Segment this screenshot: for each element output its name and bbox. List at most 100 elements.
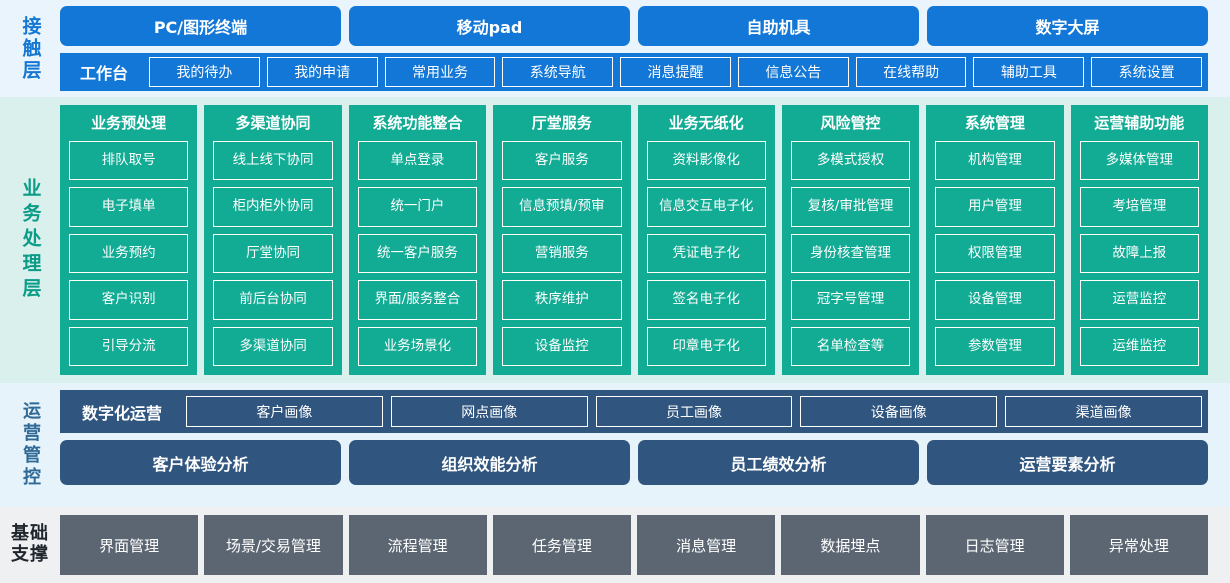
business-column-items: 单点登录 统一门户 统一客户服务 界面/服务整合 业务场景化: [357, 141, 478, 367]
foundation-message-management[interactable]: 消息管理: [637, 515, 776, 575]
business-column-title: 厅堂服务: [531, 114, 592, 132]
business-column-items: 多媒体管理 考培管理 故障上报 运营监控 运维监控: [1079, 141, 1199, 367]
business-column-items: 客户服务 信息预填/预审 营销服务 秩序维护 设备监控: [502, 141, 622, 367]
contact-layer-label-text: 接触层: [19, 15, 42, 82]
workbench-item-aux-tools[interactable]: 辅助工具: [973, 57, 1085, 87]
biz-chip-multichannel-collab[interactable]: 多渠道协同: [213, 326, 333, 367]
biz-chip-multimedia-management[interactable]: 多媒体管理: [1079, 141, 1199, 181]
biz-chip-front-back-collab[interactable]: 前后台协同: [213, 280, 333, 320]
analysis-organization-efficiency[interactable]: 组织效能分析: [349, 440, 630, 485]
biz-chip-device-management[interactable]: 设备管理: [935, 280, 1055, 320]
business-layer-label-text: 业务处理层: [19, 177, 42, 303]
digital-operation-title: 数字化运营: [82, 403, 163, 423]
workbench-item-online-help[interactable]: 在线帮助: [855, 57, 967, 87]
foundation-log-management[interactable]: 日志管理: [925, 515, 1064, 575]
biz-chip-unified-customer-service[interactable]: 统一客户服务: [357, 233, 478, 274]
biz-chip-operation-monitoring[interactable]: 运营监控: [1079, 280, 1199, 320]
business-column-title: 业务无纸化: [668, 114, 744, 132]
workbench-item-announcement[interactable]: 信息公告: [737, 57, 849, 87]
business-column-items: 资料影像化 信息交互电子化 凭证电子化 签名电子化 印章电子化: [646, 141, 766, 367]
channel-pc[interactable]: PC/图形终端: [60, 6, 341, 46]
biz-chip-guidance-diversion[interactable]: 引导分流: [69, 326, 189, 367]
biz-chip-incounter-outcounter-collab[interactable]: 柜内柜外协同: [213, 187, 333, 227]
foundation-task-management[interactable]: 任务管理: [492, 515, 631, 575]
channel-row: PC/图形终端 移动pad 自助机具 数字大屏: [60, 6, 1208, 46]
biz-chip-single-sign-on[interactable]: 单点登录: [357, 141, 478, 181]
biz-chip-marketing-service[interactable]: 营销服务: [502, 233, 622, 274]
business-column-system-management: 系统管理 机构管理 用户管理 权限管理 设备管理 参数管理: [926, 105, 1064, 375]
foundation-scenario-transaction-management[interactable]: 场景/交易管理: [204, 515, 343, 575]
channel-self-service[interactable]: 自助机具: [638, 6, 919, 46]
biz-chip-training-management[interactable]: 考培管理: [1079, 187, 1199, 227]
workbench-item-common-business[interactable]: 常用业务: [384, 57, 496, 87]
biz-chip-info-exchange-digital[interactable]: 信息交互电子化: [646, 187, 766, 227]
business-column-items: 排队取号 电子填单 业务预约 客户识别 引导分流: [69, 141, 189, 367]
biz-chip-customer-service[interactable]: 客户服务: [502, 141, 622, 181]
foundation-data-tracking[interactable]: 数据埋点: [781, 515, 920, 575]
foundation-process-management[interactable]: 流程管理: [348, 515, 487, 575]
foundation-exception-handling[interactable]: 异常处理: [1069, 515, 1208, 575]
analysis-employee-performance[interactable]: 员工绩效分析: [638, 440, 919, 485]
biz-chip-multimode-authorization[interactable]: 多模式授权: [790, 141, 911, 181]
business-column-title: 系统功能整合: [372, 114, 463, 132]
biz-chip-unified-portal[interactable]: 统一门户: [357, 187, 478, 227]
biz-chip-device-monitoring[interactable]: 设备监控: [502, 326, 622, 367]
contact-layer: 接触层 PC/图形终端 移动pad 自助机具 数字大屏 工作台 我的待办 我的申…: [0, 0, 1230, 97]
workbench-item-system-settings[interactable]: 系统设置: [1091, 57, 1203, 87]
foundation-ui-management[interactable]: 界面管理: [60, 515, 199, 575]
biz-chip-order-maintenance[interactable]: 秩序维护: [502, 280, 622, 320]
biz-chip-queue-number[interactable]: 排队取号: [69, 141, 189, 181]
portrait-customer[interactable]: 客户画像: [186, 396, 383, 427]
portrait-channel[interactable]: 渠道画像: [1005, 396, 1202, 427]
biz-chip-e-form[interactable]: 电子填单: [69, 187, 189, 227]
business-column-system-integration: 系统功能整合 单点登录 统一门户 统一客户服务 界面/服务整合 业务场景化: [348, 105, 487, 375]
biz-chip-permission-management[interactable]: 权限管理: [935, 233, 1055, 274]
biz-chip-parameter-management[interactable]: 参数管理: [935, 326, 1055, 367]
channel-mobile-pad[interactable]: 移动pad: [349, 6, 630, 46]
biz-chip-online-offline-collab[interactable]: 线上线下协同: [213, 141, 333, 181]
portrait-branch[interactable]: 网点画像: [390, 396, 588, 427]
biz-chip-maintenance-monitoring[interactable]: 运维监控: [1079, 326, 1199, 367]
workbench-item-my-application[interactable]: 我的申请: [266, 57, 378, 87]
business-column-title: 系统管理: [964, 114, 1025, 132]
workbench-item-system-navigation[interactable]: 系统导航: [502, 57, 614, 87]
business-column-risk-control: 风险管控 多模式授权 复核/审批管理 身份核查管理 冠字号管理 名单检查等: [781, 105, 920, 375]
biz-chip-ui-service-integration[interactable]: 界面/服务整合: [357, 280, 478, 320]
business-column-items: 机构管理 用户管理 权限管理 设备管理 参数管理: [935, 141, 1055, 367]
analysis-operation-factors[interactable]: 运营要素分析: [927, 440, 1208, 485]
biz-chip-customer-identification[interactable]: 客户识别: [69, 280, 189, 320]
biz-chip-identity-verification[interactable]: 身份核查管理: [790, 233, 911, 274]
biz-chip-voucher-digital[interactable]: 凭证电子化: [646, 233, 766, 274]
biz-chip-organization-management[interactable]: 机构管理: [935, 141, 1055, 181]
foundation-layer-label-line1: 基础: [11, 523, 49, 545]
workbench-item-message-reminder[interactable]: 消息提醒: [620, 57, 731, 87]
biz-chip-info-prefill-prereview[interactable]: 信息预填/预审: [502, 187, 622, 227]
channel-digital-screen[interactable]: 数字大屏: [927, 6, 1208, 46]
business-layer-label: 业务处理层: [0, 97, 60, 383]
foundation-layer-label-line2: 支撑: [11, 544, 49, 565]
biz-chip-review-approval[interactable]: 复核/审批管理: [790, 187, 911, 227]
digital-operation-row: 数字化运营 客户画像 网点画像 员工画像 设备画像 渠道画像: [60, 390, 1208, 433]
portrait-employee[interactable]: 员工画像: [595, 396, 793, 427]
biz-chip-lobby-collab[interactable]: 厅堂协同: [213, 233, 333, 274]
workbench-item-my-todo[interactable]: 我的待办: [149, 57, 260, 87]
biz-chip-seal-digital[interactable]: 印章电子化: [646, 326, 766, 367]
biz-chip-document-imaging[interactable]: 资料影像化: [646, 141, 766, 181]
biz-chip-appointment[interactable]: 业务预约: [69, 233, 189, 274]
portrait-device[interactable]: 设备画像: [800, 396, 998, 427]
contact-layer-label: 接触层: [0, 6, 60, 91]
workbench-title: 工作台: [80, 64, 129, 83]
biz-chip-business-scenario[interactable]: 业务场景化: [357, 326, 478, 367]
biz-chip-fault-report[interactable]: 故障上报: [1079, 233, 1199, 274]
business-column-title: 业务预处理: [91, 114, 167, 132]
operations-layer-label-text: 运营管控: [20, 401, 41, 489]
operations-layer-body: 数字化运营 客户画像 网点画像 员工画像 设备画像 渠道画像 客户体验分析 组织…: [60, 383, 1230, 507]
business-column-lobby-service: 厅堂服务 客户服务 信息预填/预审 营销服务 秩序维护 设备监控: [493, 105, 631, 375]
biz-chip-user-management[interactable]: 用户管理: [935, 187, 1055, 227]
biz-chip-serial-number-management[interactable]: 冠字号管理: [790, 280, 911, 320]
biz-chip-signature-digital[interactable]: 签名电子化: [646, 280, 766, 320]
foundation-layer: 基础 支撑 界面管理 场景/交易管理 流程管理 任务管理 消息管理 数据埋点 日…: [0, 507, 1230, 583]
business-column-items: 线上线下协同 柜内柜外协同 厅堂协同 前后台协同 多渠道协同: [213, 141, 333, 367]
biz-chip-list-check[interactable]: 名单检查等: [790, 326, 911, 367]
analysis-customer-experience[interactable]: 客户体验分析: [60, 440, 341, 485]
